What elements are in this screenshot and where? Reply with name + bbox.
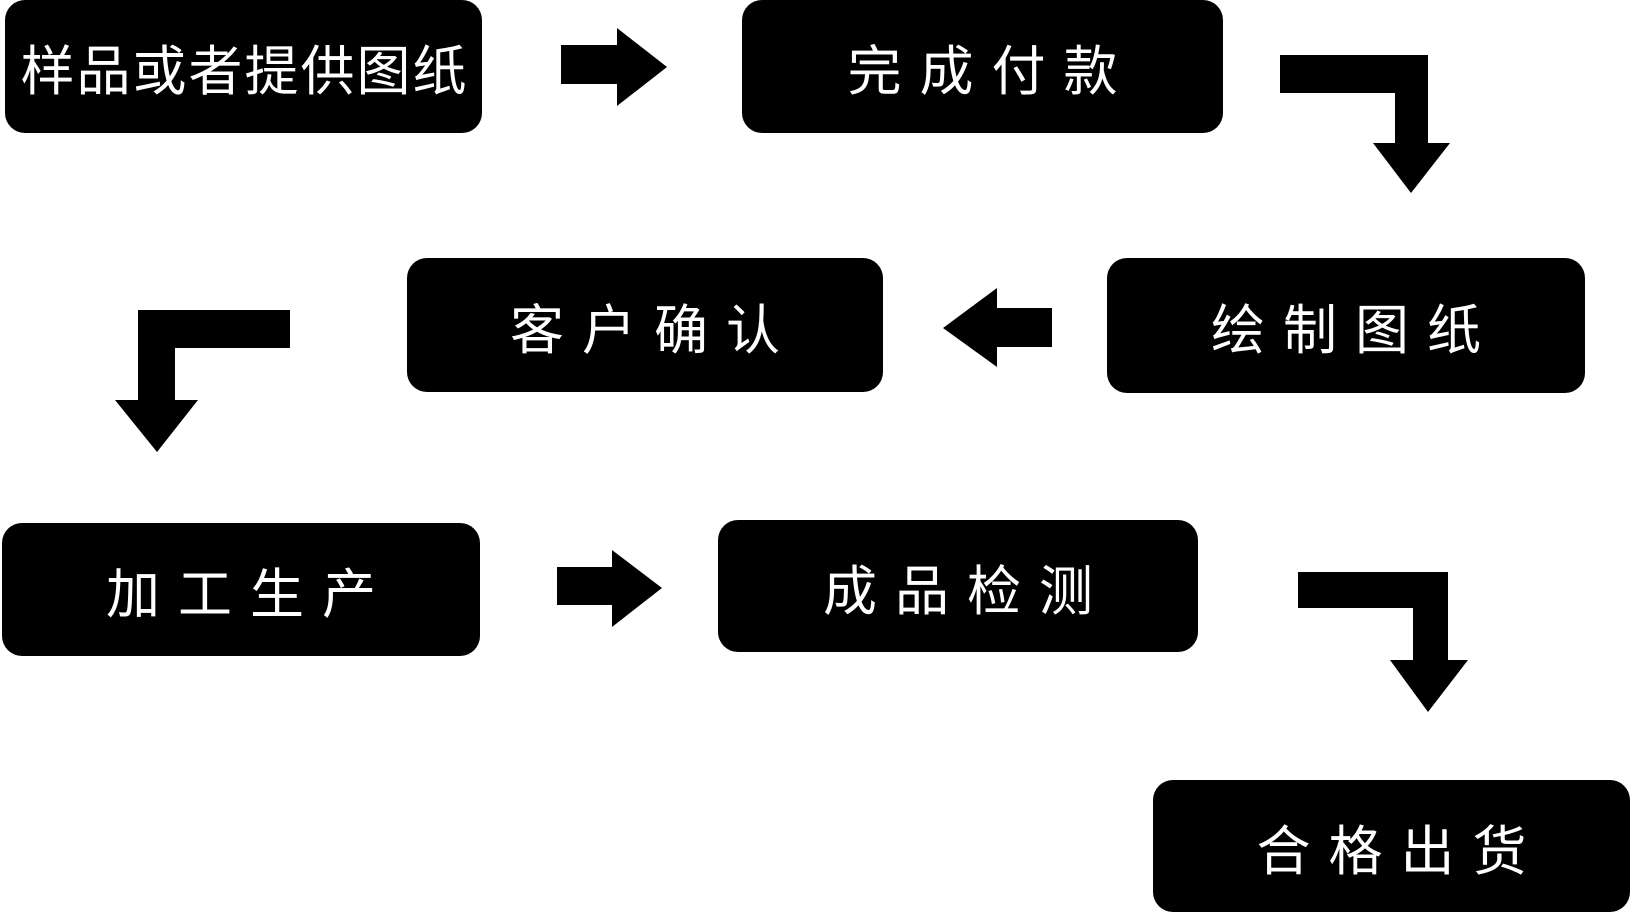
flow-node-label: 加工生产	[106, 565, 394, 625]
arrow-right-icon	[561, 28, 667, 106]
flow-node-label: 完成付款	[847, 42, 1136, 102]
flow-node-processing-production: 加工生产	[2, 523, 480, 656]
arrow-elbow-down-icon	[1298, 572, 1468, 712]
flow-node-qualified-shipment: 合格出货	[1153, 780, 1630, 912]
flow-node-customer-confirm: 客户确认	[407, 258, 883, 392]
flow-node-finished-inspection: 成品检测	[718, 520, 1198, 652]
flow-node-label: 合格出货	[1256, 821, 1545, 882]
flow-node-label: 绘制图纸	[1211, 301, 1499, 361]
flow-node-complete-payment: 完成付款	[742, 0, 1223, 133]
flow-node-draw-drawing: 绘制图纸	[1107, 258, 1585, 393]
arrow-left-icon	[943, 288, 1052, 367]
flow-node-sample-or-drawing: 样品或者提供图纸	[5, 0, 482, 133]
arrow-elbow-down-icon	[1280, 55, 1450, 193]
flow-node-label: 样品或者提供图纸	[20, 42, 469, 102]
arrow-right-icon	[557, 550, 662, 627]
arrow-elbow-down-icon	[115, 310, 290, 452]
flow-node-label: 客户确认	[510, 300, 798, 361]
flow-node-label: 成品检测	[823, 561, 1111, 622]
